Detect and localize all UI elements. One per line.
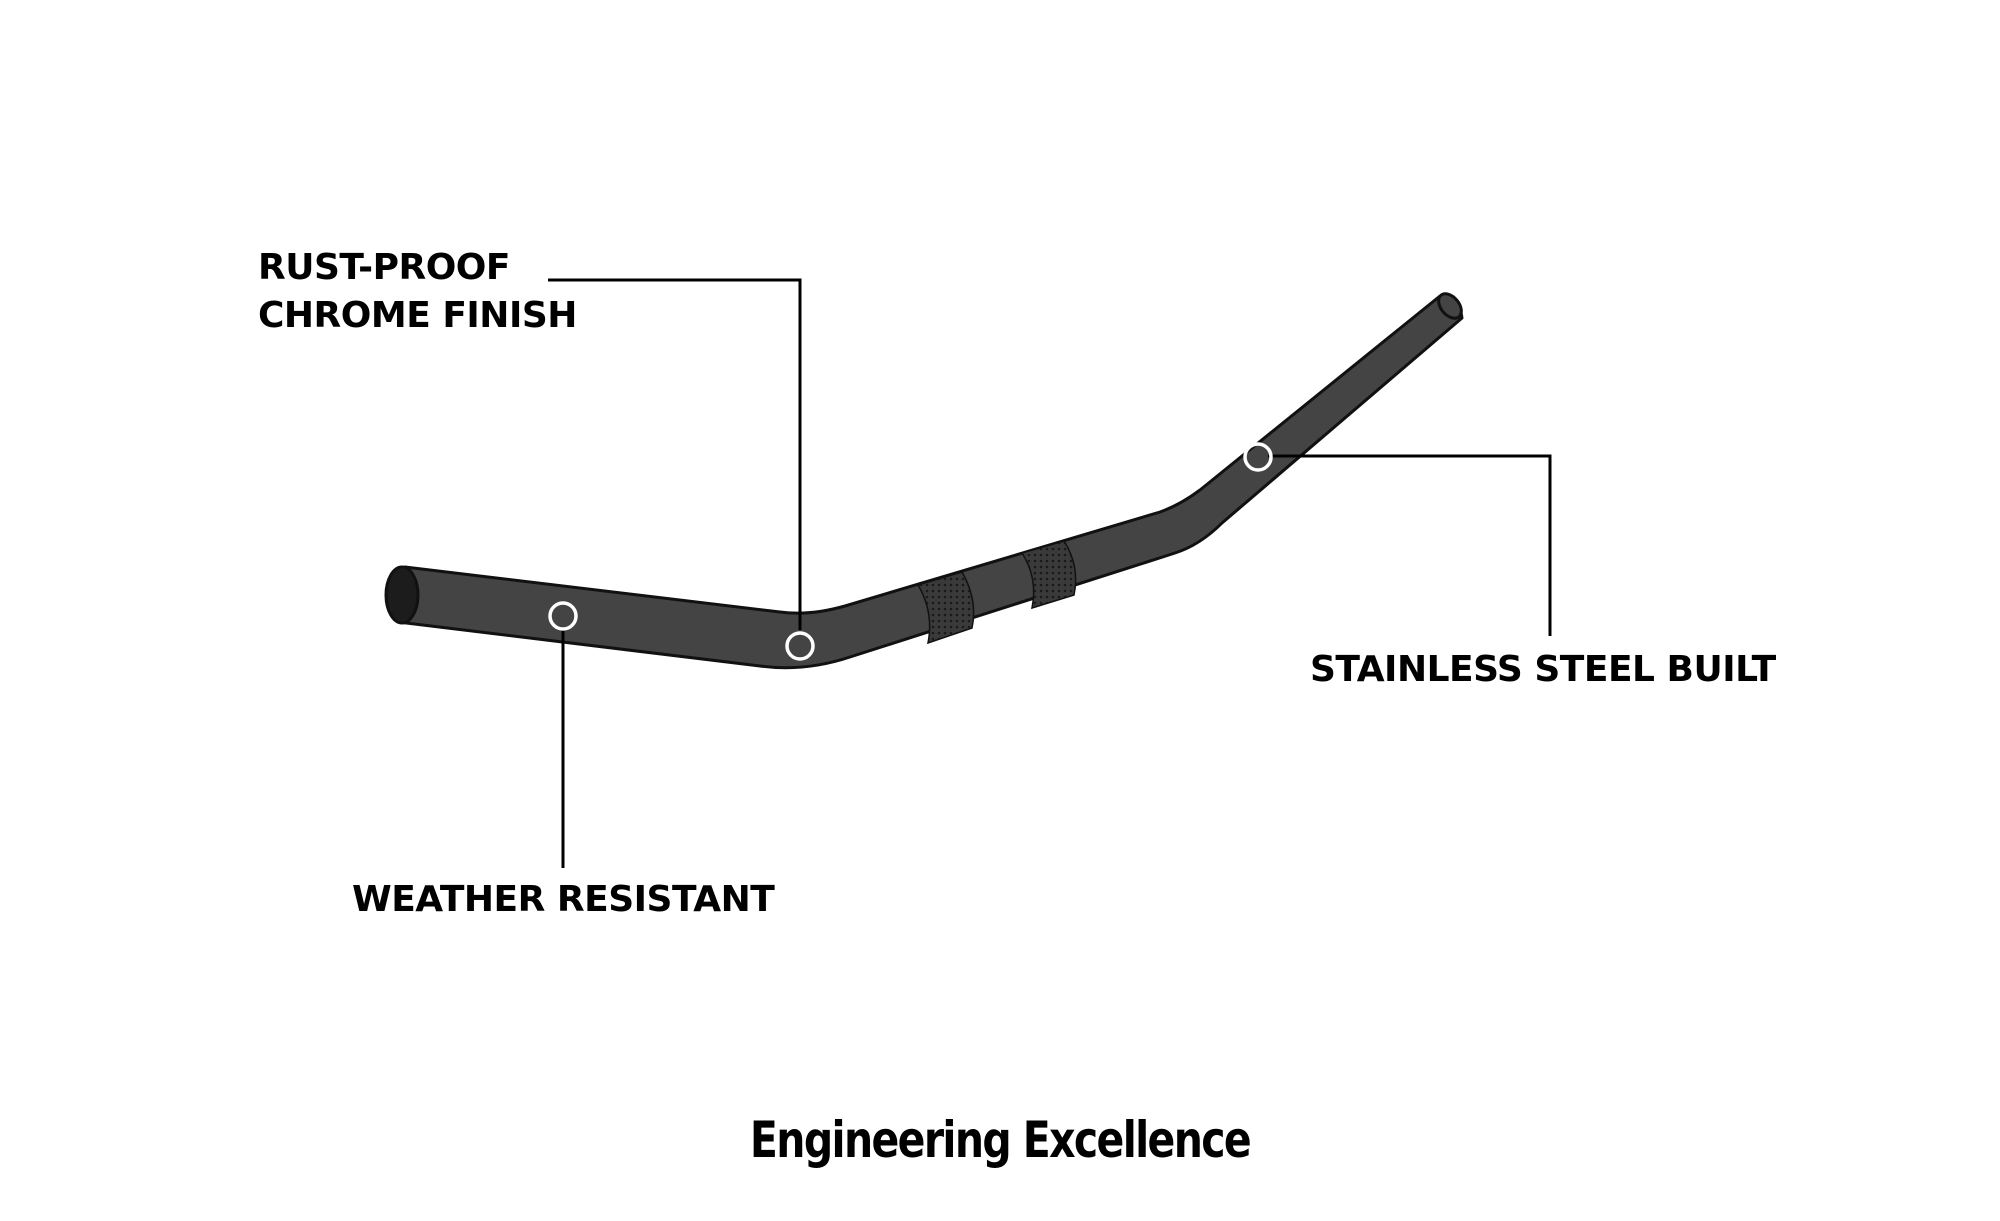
leader-line-rust-proof [548,278,802,630]
callout-weather-label: WEATHER RESISTANT [352,879,775,920]
knurl-section-right [1020,540,1077,610]
diagram-caption: Engineering Excellence [749,1111,1252,1169]
handlebar-end-cap [384,565,420,625]
callout-rust-proof-label: RUST-PROOF CHROME FINISH [258,244,577,340]
marker-stainless [1243,442,1273,472]
callout-rust-proof-line1: RUST-PROOF [258,247,510,288]
knurl-section-left [916,571,975,645]
leader-line-stainless [1268,454,1552,636]
callout-stainless-label: STAINLESS STEEL BUILT [1310,649,1776,690]
marker-weather [548,601,578,631]
handlebar-right-end [1437,292,1463,320]
marker-rust-proof [785,631,815,661]
callout-markers [548,442,1273,661]
handlebar-tube [384,292,1464,670]
callout-rust-proof-line2: CHROME FINISH [258,295,577,336]
leader-lines [548,278,1552,868]
